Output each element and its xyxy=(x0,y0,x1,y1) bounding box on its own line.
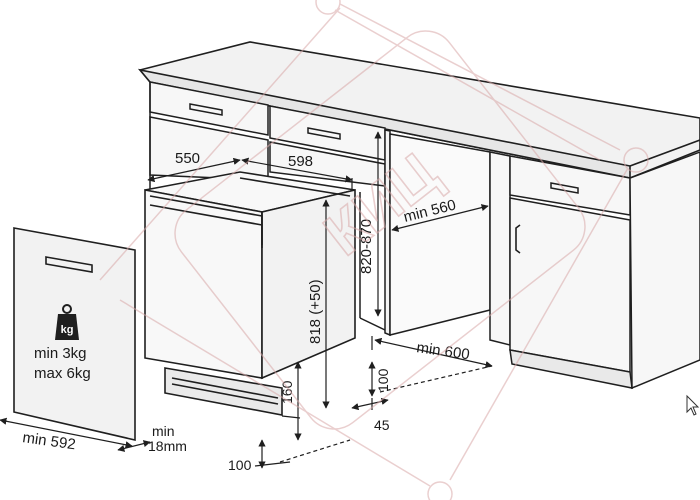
door-weight-max: max 6kg xyxy=(34,365,91,382)
label-door-thickness-min: min xyxy=(152,423,175,439)
door-panel-handle xyxy=(45,256,93,273)
label-door-width: min 592 xyxy=(21,429,76,453)
label-width: 598 xyxy=(288,153,313,170)
label-height-range: 820-870 xyxy=(358,219,375,274)
door-handle xyxy=(515,224,521,254)
label-front-offset: 100 xyxy=(228,457,252,473)
weight-icon: kg xyxy=(55,304,79,340)
label-foot-offset: 45 xyxy=(374,417,390,433)
label-door-thickness-value: 18mm xyxy=(148,438,187,454)
drawer-handle xyxy=(550,182,579,194)
door-weight-min: min 3kg xyxy=(34,345,87,362)
side-panel xyxy=(359,129,391,337)
drawer-handle xyxy=(189,103,223,116)
drawer-handle xyxy=(307,127,341,140)
label-depth: 550 xyxy=(175,150,200,167)
cursor-icon xyxy=(686,394,700,416)
dishwasher xyxy=(144,171,356,380)
weight-icon-label: kg xyxy=(61,324,74,336)
label-plinth-height: 100 xyxy=(375,368,391,392)
dishwasher-base xyxy=(164,367,283,416)
right-cabinet xyxy=(489,151,700,390)
label-appliance-height: 818 (+50) xyxy=(307,279,324,344)
dimension-lines xyxy=(0,131,493,469)
